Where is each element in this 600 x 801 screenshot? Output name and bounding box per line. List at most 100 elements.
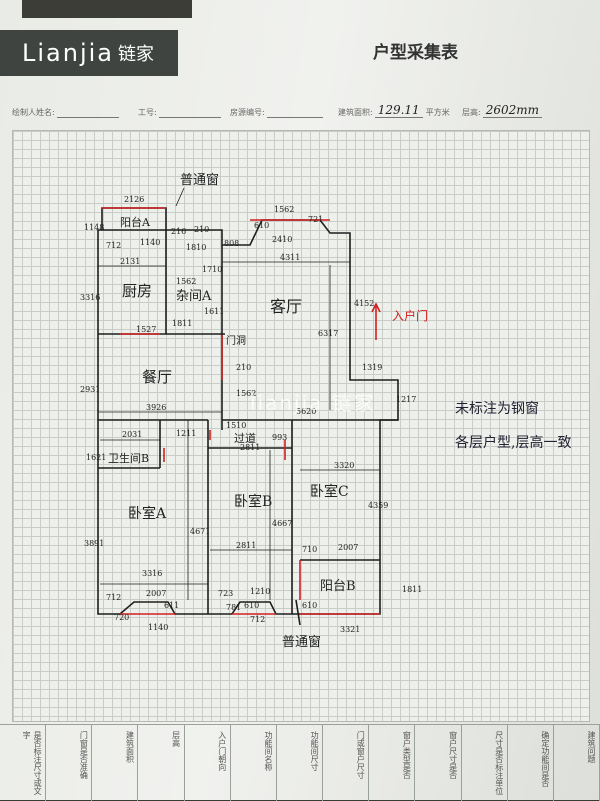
checklist-col: 窗户类型是否 (369, 725, 416, 801)
dim-712c: 712 (250, 615, 265, 624)
id-field: 工号: (138, 98, 221, 118)
dim-610c: 610 (302, 601, 317, 610)
id-label: 工号: (138, 108, 157, 117)
checklist-col: 功能间尺寸 (277, 725, 324, 801)
form-title: 户型采集表 (373, 43, 458, 63)
room-living: 客厅 (270, 297, 302, 316)
checklist-col: 门或窗户尺寸 (323, 725, 370, 801)
checklist-col: 确定功能间是否 (508, 725, 554, 801)
dim-1811b: 1811 (402, 585, 422, 594)
dim-3316: 3316 (80, 293, 100, 302)
checklist-col: 窗户尺寸是否 (415, 725, 462, 801)
dim-4311: 4311 (280, 253, 300, 262)
dim-1562b: 1562 (176, 277, 196, 286)
margin-notes: 未标注为钢窗 各层户型,层高一致 (455, 398, 571, 452)
height-value: 2602mm (482, 103, 542, 118)
dim-210: 210 (194, 225, 209, 234)
dim-1148: 1148 (84, 223, 104, 232)
dim-1510: 1510 (226, 421, 246, 430)
brand-cn: 链家 (118, 44, 154, 65)
note-window-top: 普通窗 (180, 172, 219, 188)
dim-720: 720 (114, 613, 129, 622)
checklist-col: 门窗是否准确 (46, 725, 93, 801)
room-bedroom-c: 卧室C (310, 483, 349, 500)
plan-wall-south-mid (208, 601, 300, 615)
room-storage-a: 杂间A (176, 289, 212, 304)
plan-wall-north-east (166, 219, 399, 615)
height-field: 层高: 2602mm (462, 98, 542, 118)
note-doorway: 门洞 (226, 334, 246, 347)
plan-wall-west (97, 230, 208, 615)
source-blank[interactable] (266, 107, 323, 118)
drawer-label: 绘制人姓名: (12, 108, 55, 117)
area-value: 129.11 (374, 103, 423, 118)
checklist-col: 是否标注尺寸或文字 (0, 725, 47, 801)
dim-3926: 3926 (146, 403, 166, 412)
checklist-col: 尺寸是否标注单位 (462, 725, 508, 801)
area-label: 建筑面积: (338, 108, 373, 117)
red-entry-arrowhead (371, 302, 381, 313)
note-line-2: 各层户型,层高一致 (455, 435, 572, 451)
checklist-col: 建筑面积 (92, 725, 139, 801)
room-balcony-a: 阳台A (120, 215, 151, 229)
dim-1562c: 1562 (236, 389, 256, 398)
dim-2031: 2031 (122, 430, 142, 439)
dim-1217: 1217 (396, 395, 416, 404)
dim-3321: 3321 (340, 625, 360, 634)
note-line-1: 未标注为钢窗 (455, 401, 539, 417)
leader-window-top (175, 187, 185, 207)
dim-1527: 1527 (136, 325, 156, 334)
checklist-col: 功能间名称 (231, 725, 277, 801)
dim-610b: 610 (244, 601, 259, 610)
checklist-col: 建筑问题 (554, 725, 600, 801)
height-label: 层高: (462, 108, 481, 117)
checklist-col: 入户门朝向 (185, 725, 231, 801)
dim-1621: 1621 (86, 453, 106, 462)
dim-712b: 712 (106, 593, 121, 602)
dim-2811a: 2811 (240, 443, 260, 452)
note-window-bottom: 普通窗 (282, 634, 321, 650)
dim-1710: 1710 (202, 265, 222, 274)
room-bedroom-a: 卧室A (128, 505, 167, 522)
checklist-col: 层高 (138, 725, 185, 801)
area-field: 建筑面积: 129.11 平方米 (338, 98, 452, 118)
dim-710: 710 (302, 545, 317, 554)
room-balcony-b: 阳台B (320, 579, 356, 594)
id-blank[interactable] (158, 107, 221, 118)
dim-3891: 3891 (84, 539, 104, 548)
dim-611: 611 (164, 601, 179, 610)
dim-1210: 1210 (250, 587, 270, 596)
room-bedroom-b: 卧室B (234, 493, 272, 510)
dim-4667: 4667 (272, 519, 292, 528)
room-bath-b: 卫生间B (108, 451, 149, 465)
room-hallway: 过道 (234, 431, 256, 445)
dim-781: 781 (226, 603, 241, 612)
brand-logo: Lianjia 链家 (0, 30, 178, 76)
dim-6317: 6317 (318, 329, 338, 338)
dim-210b: 210 (236, 363, 251, 372)
dim-3320: 3320 (334, 461, 354, 470)
dim-2131: 2131 (120, 257, 140, 266)
dim-2126: 2126 (124, 195, 144, 204)
drawer-field: 绘制人姓名: (12, 98, 119, 118)
source-field: 房源编号: (230, 98, 323, 118)
dim-712a: 712 (106, 241, 121, 250)
drawer-blank[interactable] (56, 107, 119, 118)
dim-1140a: 1140 (140, 238, 160, 247)
source-label: 房源编号: (230, 108, 265, 117)
dim-721: 721 (308, 215, 323, 224)
dim-5620: 5620 (296, 407, 316, 416)
area-unit: 平方米 (425, 108, 450, 117)
dim-4671: 4671 (190, 527, 210, 536)
dim-808: 808 (224, 239, 239, 248)
dim-993: 993 (272, 433, 287, 442)
checklist-table: 是否标注尺寸或文字 门窗是否准确 建筑面积 层高 入户门朝向 功能间名称 功能间… (0, 724, 600, 801)
dim-2007a: 2007 (338, 543, 358, 552)
room-dining: 餐厅 (142, 368, 172, 386)
dim-1811: 1811 (172, 319, 192, 328)
dim-1319: 1319 (362, 363, 382, 372)
dim-1211: 1211 (176, 429, 196, 438)
dim-723: 723 (218, 589, 233, 598)
